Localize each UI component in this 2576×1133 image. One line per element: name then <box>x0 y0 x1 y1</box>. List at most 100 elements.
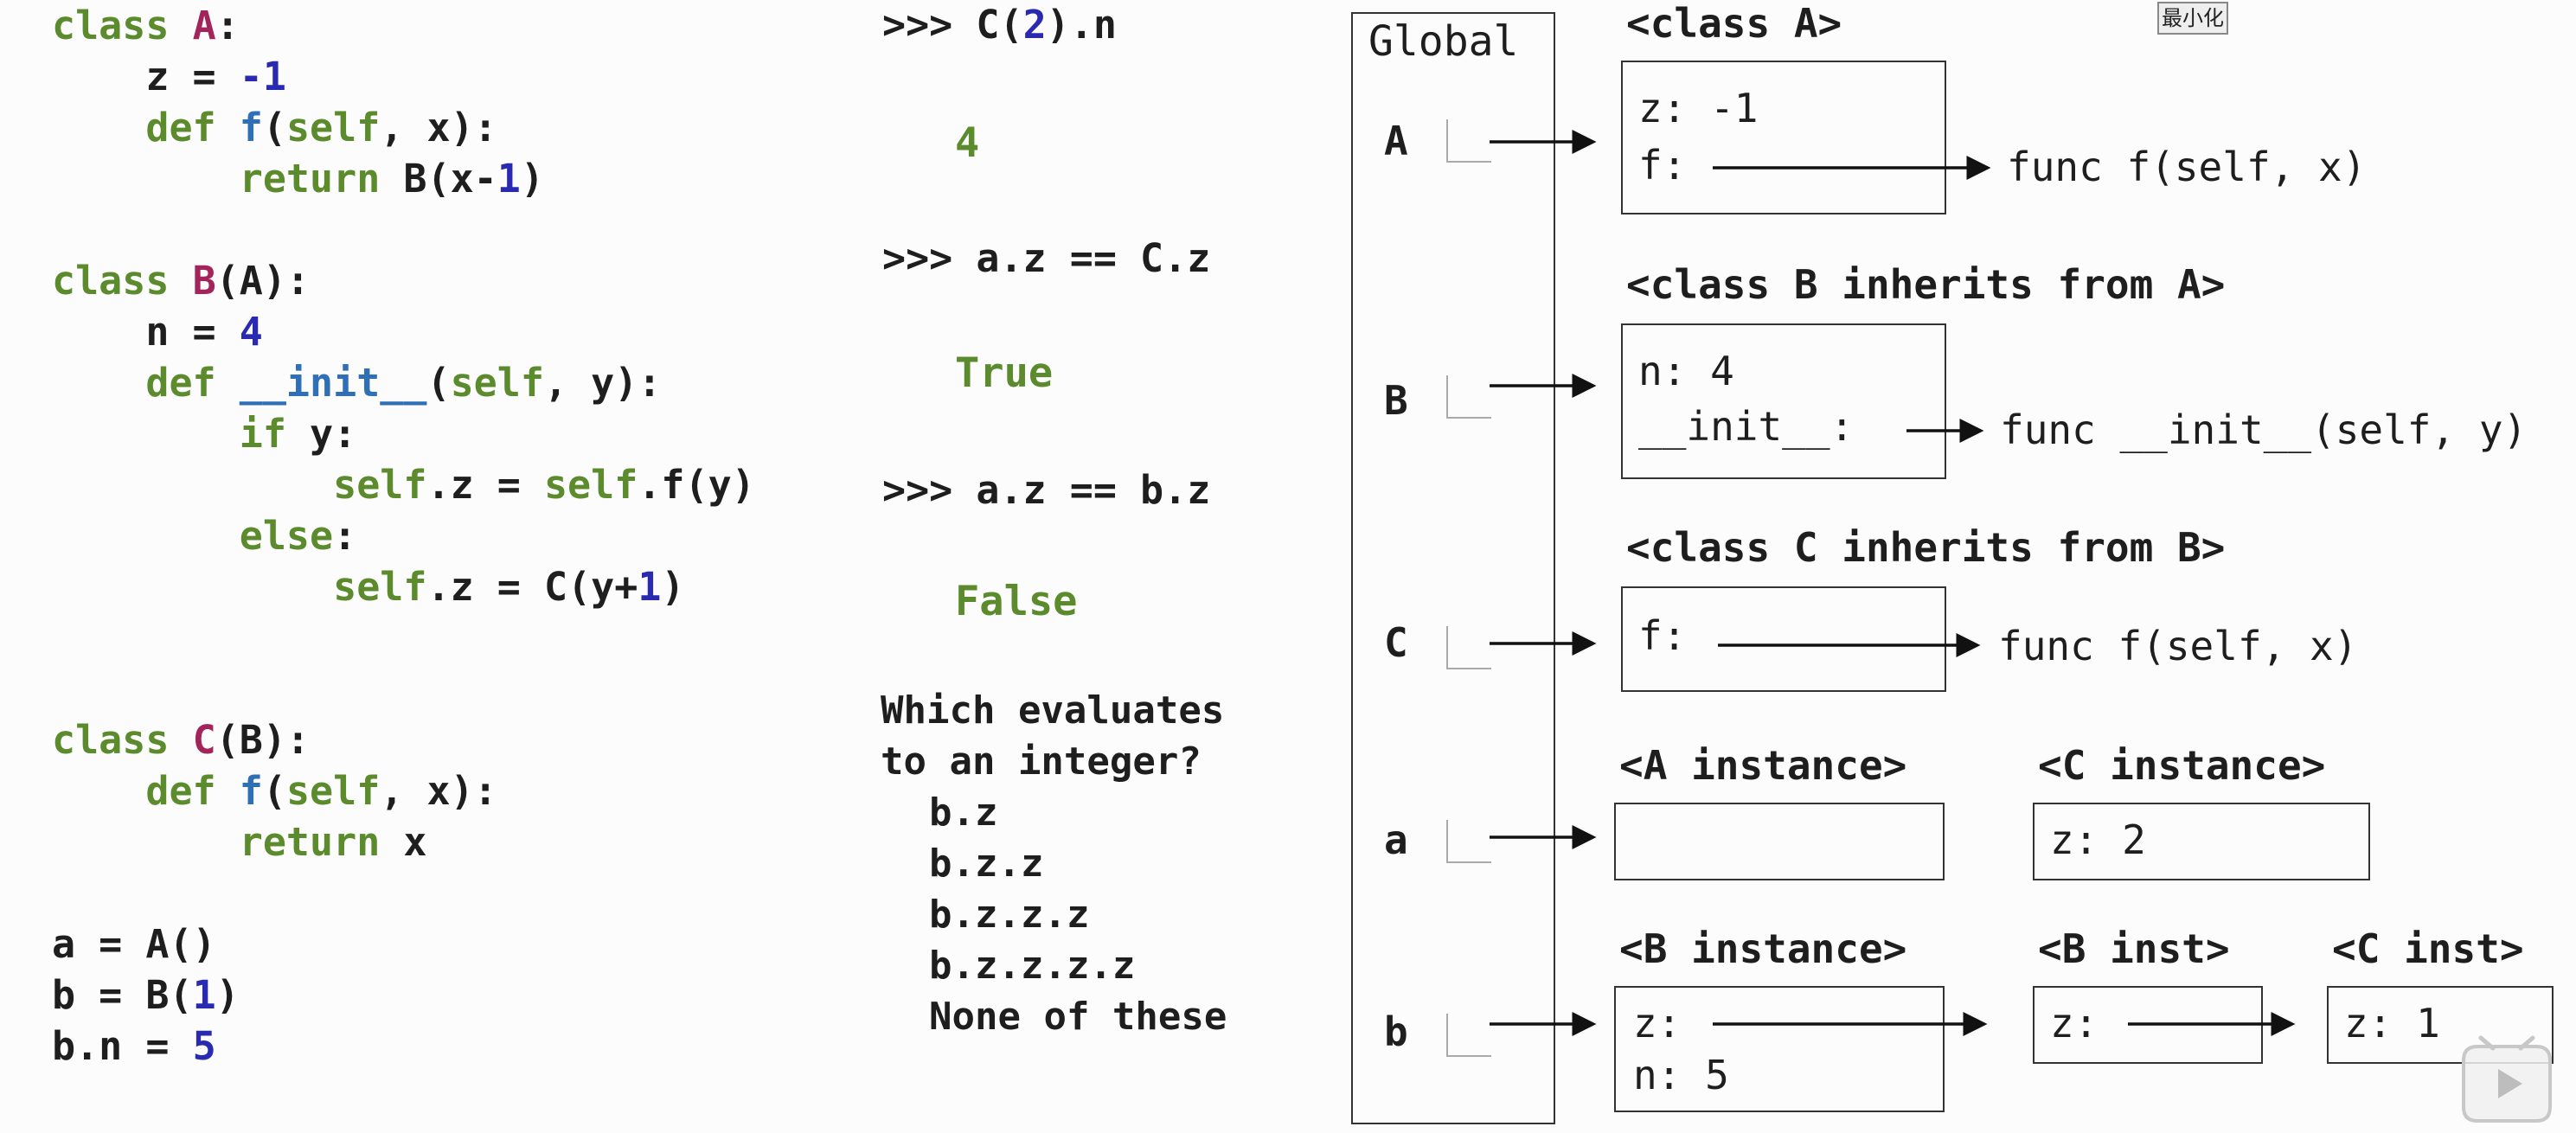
class-A-z: z: -1 <box>1638 85 1759 131</box>
code-token: return <box>52 156 404 202</box>
code-token: f <box>239 105 263 150</box>
c-inst2-box <box>2327 986 2554 1064</box>
code-line: class C(B): <box>52 714 755 765</box>
c-inst2-z: z: 1 <box>2344 1000 2440 1047</box>
b-instance-z: z: <box>1633 1000 1682 1047</box>
code-token: self <box>285 105 381 150</box>
code-token: .z = C(y+ <box>426 564 638 610</box>
option-1: b.z <box>929 791 998 835</box>
code-token: 1 <box>497 156 521 202</box>
code-line: self.z = self.f(y) <box>52 459 755 510</box>
name-a: a <box>1384 816 1408 863</box>
code-token: class <box>52 258 193 304</box>
code-token: ( <box>262 768 286 814</box>
code-token: return <box>52 819 404 865</box>
code-token: ) <box>215 972 240 1018</box>
class-C-title: <class C inherits from B> <box>1626 524 2226 571</box>
code-token: if <box>52 411 311 457</box>
code-token: self <box>285 768 381 814</box>
code-token: a = A() <box>52 921 216 967</box>
code-token: else <box>52 513 334 559</box>
minimize-badge[interactable]: 最小化 <box>2157 2 2228 35</box>
slot-B <box>1446 375 1491 419</box>
code-token: b = B( <box>52 972 193 1018</box>
code-line: def f(self, x): <box>52 765 755 816</box>
c-inst2-title: <C inst> <box>2332 925 2524 972</box>
a-instance-title: <A instance> <box>1619 742 1907 789</box>
code-token: .f(y) <box>638 462 755 508</box>
code-token: ( <box>262 105 286 150</box>
code-token: A <box>192 3 216 48</box>
repl-output-2: True <box>955 349 1054 397</box>
class-A-func: func f(self, x) <box>2007 144 2367 190</box>
global-frame-label: Global <box>1368 17 1519 66</box>
class-B-func: func __init__(self, y) <box>2000 406 2528 453</box>
slot-C <box>1446 626 1491 669</box>
class-A-f: f: <box>1638 142 1687 189</box>
slot-b <box>1446 1014 1491 1057</box>
c-instance-title: <C instance> <box>2038 742 2326 789</box>
class-C-box <box>1621 586 1946 692</box>
repl-output-3: False <box>955 578 1078 625</box>
code-token: __init__ <box>239 360 427 406</box>
code-line: if y: <box>52 408 755 459</box>
code-token: def <box>52 768 240 814</box>
code-listing: class A: z = -1 def f(self, x): return B… <box>52 0 755 1072</box>
class-C-f: f: <box>1638 612 1687 659</box>
code-token: self <box>52 462 427 508</box>
code-token: , y): <box>543 360 662 406</box>
code-token: , x): <box>380 105 497 150</box>
code-line: a = A() <box>52 919 755 970</box>
code-token: : <box>215 3 240 48</box>
code-token: n = <box>52 309 240 355</box>
code-token: ( <box>426 360 451 406</box>
code-line: else: <box>52 510 755 561</box>
repl-prompt-3: >>> a.z == b.z <box>882 467 1211 513</box>
code-token: self <box>450 360 544 406</box>
class-B-box <box>1621 323 1946 479</box>
code-token: : <box>333 513 357 559</box>
code-token: self <box>52 564 427 610</box>
code-token: x <box>403 819 427 865</box>
b-instance-n: n: 5 <box>1633 1052 1729 1098</box>
class-B-n: n: 4 <box>1638 348 1734 394</box>
code-token: f <box>239 768 263 814</box>
a-instance-box <box>1614 803 1945 880</box>
name-B: B <box>1384 377 1408 424</box>
code-line: self.z = C(y+1) <box>52 561 755 612</box>
play-icon[interactable] <box>2455 1034 2559 1130</box>
option-2: b.z.z <box>929 842 1044 886</box>
code-token: 1 <box>638 564 662 610</box>
code-token: (A): <box>215 258 311 304</box>
code-token: , x): <box>380 768 497 814</box>
code-token: ) <box>520 156 544 202</box>
class-B-title: <class B inherits from A> <box>1626 261 2226 308</box>
code-token: .z = <box>426 462 544 508</box>
name-b: b <box>1384 1008 1408 1055</box>
b-inst2-title: <B inst> <box>2038 925 2230 972</box>
code-line: def __init__(self, y): <box>52 357 755 408</box>
code-line: return B(x-1) <box>52 153 755 204</box>
slot-a <box>1446 820 1491 863</box>
code-line: b = B(1) <box>52 970 755 1021</box>
code-line: def f(self, x): <box>52 102 755 153</box>
class-C-func: func f(self, x) <box>1998 623 2358 669</box>
code-token: def <box>52 360 240 406</box>
class-A-title: <class A> <box>1626 0 1842 47</box>
code-token: b.n = <box>52 1023 193 1069</box>
c-instance-z: z: 2 <box>2050 816 2146 863</box>
c-instance-box <box>2033 803 2370 880</box>
code-line: b.n = 5 <box>52 1021 755 1072</box>
class-B-init: __init__: <box>1638 403 1855 450</box>
code-token: z = <box>52 54 240 99</box>
code-line: class A: <box>52 0 755 51</box>
code-token: 4 <box>239 309 263 355</box>
code-token: 1 <box>192 972 216 1018</box>
slot-A <box>1446 119 1491 163</box>
code-line: z = -1 <box>52 51 755 102</box>
code-token: 5 <box>192 1023 216 1069</box>
code-token: def <box>52 105 240 150</box>
code-token: ) <box>661 564 685 610</box>
b-instance-title: <B instance> <box>1619 925 1907 972</box>
question-text: Which evaluates to an integer? <box>881 688 1225 784</box>
